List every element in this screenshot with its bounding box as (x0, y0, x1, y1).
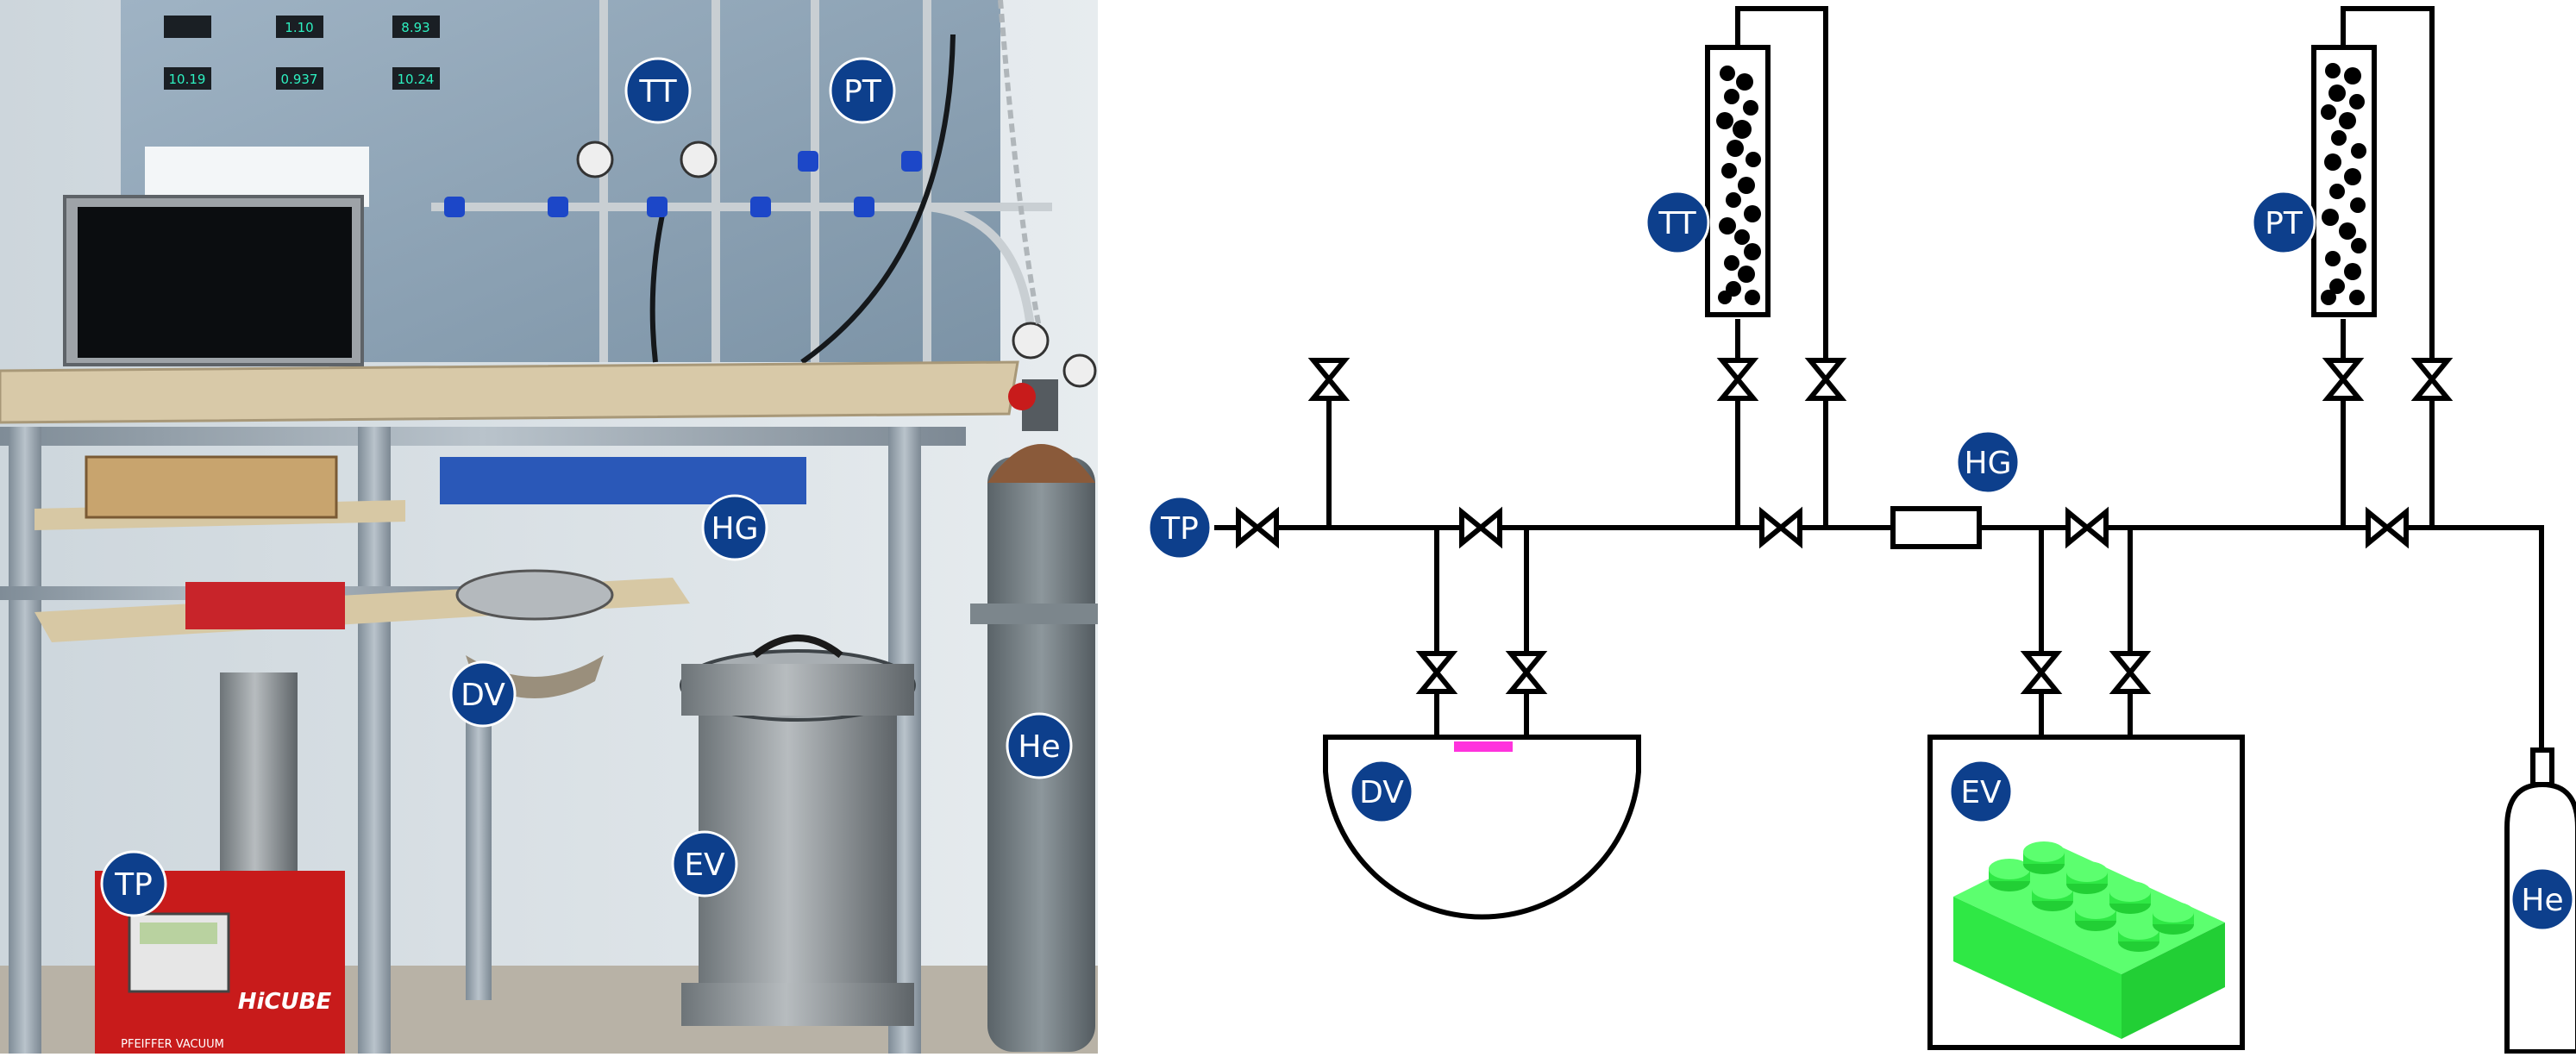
readout-value: 8.93 (401, 20, 429, 35)
schematic-label-pt: PT (2251, 190, 2316, 255)
laptop (17, 195, 379, 392)
valve (1762, 512, 1800, 543)
dv-label: DV (461, 678, 505, 713)
schematic-label-dv: DV (1349, 759, 1414, 824)
readout-value: 0.937 (281, 72, 318, 87)
valve (2068, 512, 2106, 543)
valve (1462, 512, 1500, 543)
valve (2026, 654, 2057, 691)
hg-label: HG (711, 511, 759, 547)
valve (2115, 654, 2146, 691)
valve (1421, 654, 1452, 691)
photo-label-dv: DV (449, 660, 517, 728)
valve-handles (444, 151, 922, 217)
hg-sensor (1890, 506, 1982, 549)
tt-label: TT (1658, 206, 1696, 241)
tp-label: TP (1160, 511, 1199, 547)
dv-label: DV (1359, 775, 1404, 810)
schematic-label-tt: TT (1645, 190, 1710, 255)
valve (1313, 360, 1344, 398)
photo-label-tp: TP (100, 850, 167, 917)
tt-particles (1716, 66, 1761, 305)
electronics-unit (185, 582, 345, 629)
turbo-pump-station: HiCUBE PFEIFFER VACUUM (95, 672, 345, 1054)
valve (2416, 360, 2448, 398)
photo-label-ev: EV (671, 830, 738, 898)
valve (1511, 654, 1542, 691)
black-cables (649, 34, 956, 365)
chain (998, 0, 1042, 328)
he-label: He (1018, 729, 1060, 765)
hg-label: HG (1965, 446, 2012, 481)
schematic-label-ev: EV (1948, 759, 2014, 824)
pump-brand: HiCUBE (238, 989, 332, 1015)
ev-vessel (680, 635, 916, 1026)
tt-label: TT (638, 74, 677, 109)
table-top (0, 360, 1019, 424)
schematic-label-tp: TP (1147, 495, 1213, 560)
readout-value: 1.10 (285, 20, 313, 35)
photo-label-tt: TT (624, 57, 692, 124)
pt-particles (2321, 63, 2366, 305)
schematic-diagram: TP TT PT HG DV EV (1147, 6, 2576, 1054)
readout-value: 10.24 (398, 72, 435, 87)
aluminium-frame (0, 427, 966, 1054)
digital-readouts: 1.10 8.93 10.19 0.937 10.24 (164, 16, 440, 90)
tt-column (1705, 45, 1771, 317)
pt-label: PT (843, 74, 882, 109)
pump-maker: PFEIFFER VACUUM (121, 1038, 224, 1051)
valve (1238, 512, 1276, 543)
valve (1722, 360, 1753, 398)
photo-label-hg: HG (701, 494, 768, 561)
photo-label-pt: PT (829, 57, 896, 124)
valve (2368, 512, 2406, 543)
lego-brick (1953, 841, 2225, 1039)
readout-value: 10.19 (169, 72, 206, 87)
pressure-gauges (576, 141, 1097, 388)
pt-column (2311, 45, 2377, 317)
ev-label: EV (684, 847, 725, 883)
ev-label: EV (1960, 775, 2002, 810)
schematic-label-he: He (2510, 866, 2575, 932)
photo-illustration: 1.10 8.93 10.19 0.937 10.24 (0, 0, 1098, 1054)
photo-panel: 1.10 8.93 10.19 0.937 10.24 (0, 0, 1098, 1054)
valve (1810, 360, 1841, 398)
diffuser (1454, 741, 1513, 752)
wooden-box (85, 455, 338, 519)
blue-controller (440, 457, 806, 504)
photo-label-he: He (1006, 712, 1073, 779)
dv-flange (455, 569, 614, 621)
valve (2328, 360, 2359, 398)
tubing (431, 0, 1052, 362)
pt-label: PT (2265, 206, 2303, 241)
tp-label: TP (114, 867, 153, 903)
schematic-panel: TP TT PT HG DV EV (1098, 0, 2576, 1054)
he-label: He (2521, 883, 2563, 918)
schematic-label-hg: HG (1955, 429, 2021, 495)
